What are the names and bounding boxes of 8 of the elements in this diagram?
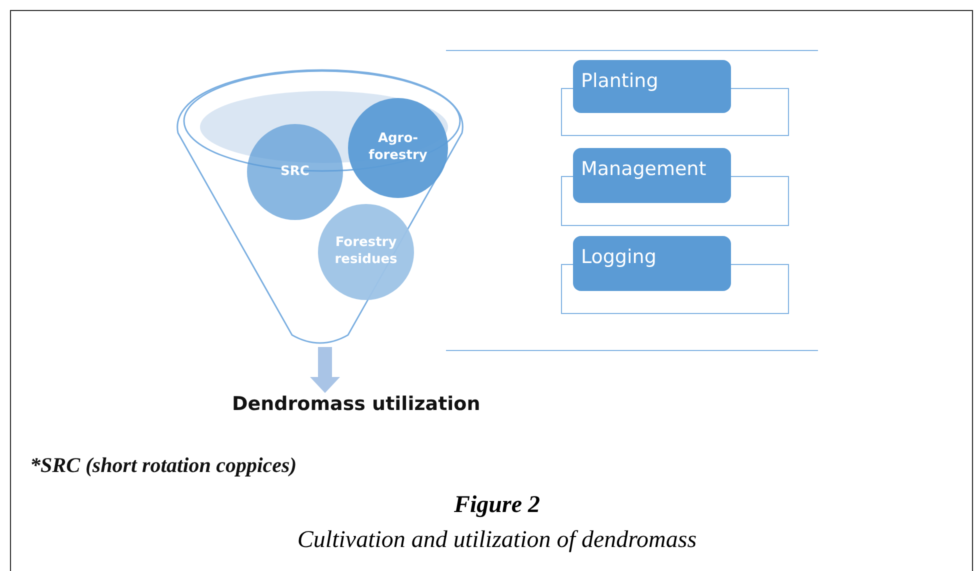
step-box: Management [573,148,731,203]
figure-caption: Cultivation and utilization of dendromass [296,527,698,554]
footnote: *SRC (short rotation coppices) [30,453,297,478]
arrow [310,347,340,393]
step-box: Planting [573,60,731,113]
output-label: Dendromass utilization [232,393,480,415]
step-box: Logging [573,236,731,291]
figure-title: Figure 2 [452,492,541,519]
